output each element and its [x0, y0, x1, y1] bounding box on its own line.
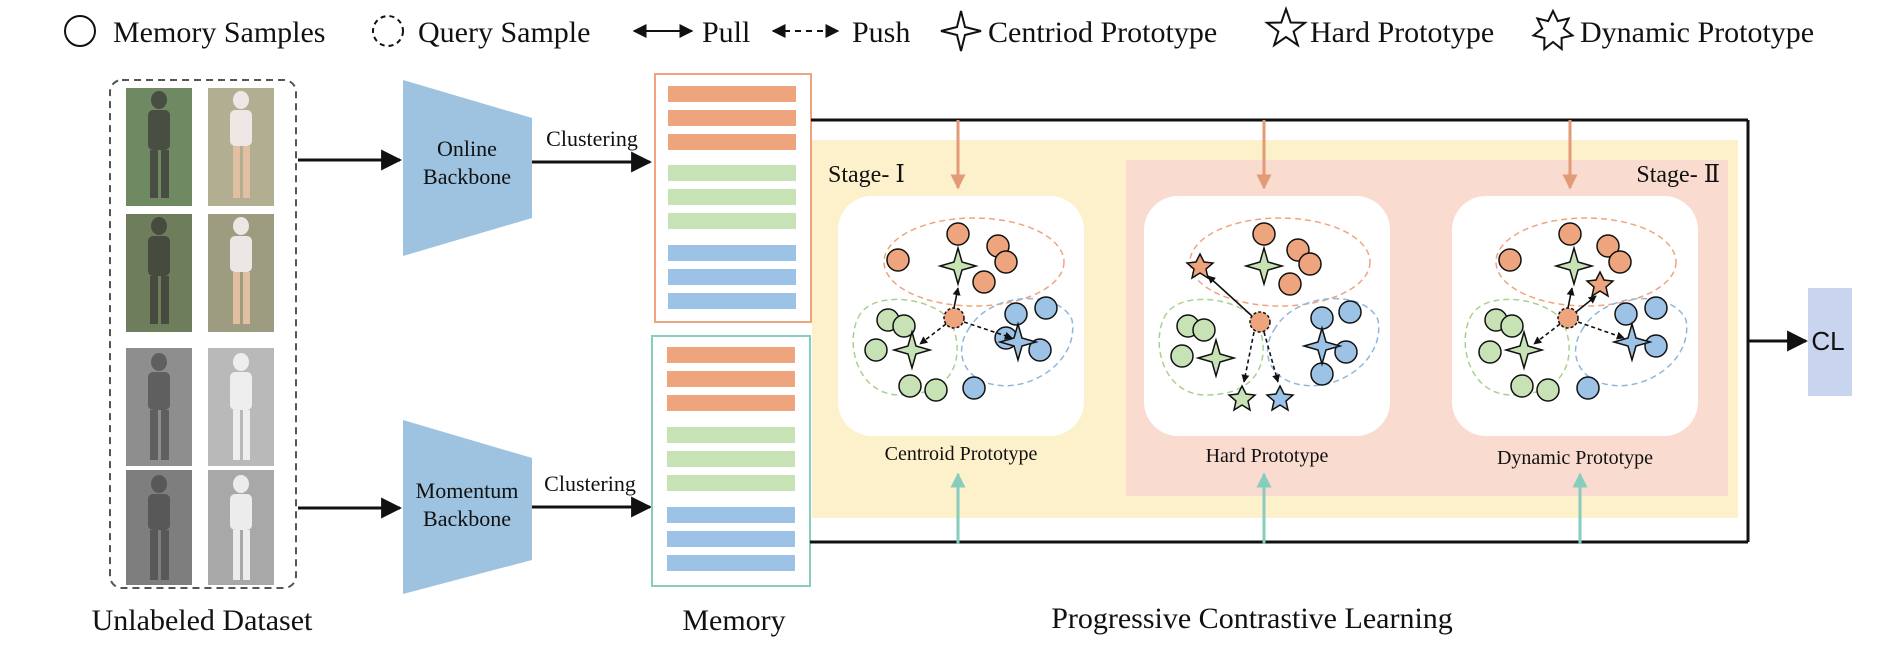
legend-hard-prototype: Hard Prototype — [1310, 16, 1494, 49]
cl-label: CL — [1811, 326, 1844, 356]
stage2-label: Stage- Ⅱ — [1636, 162, 1720, 188]
centroid-prototype-panel: Centroid Prototype — [838, 196, 1084, 465]
dynamic-panel-label: Dynamic Prototype — [1497, 447, 1653, 469]
unlabeled-dataset — [109, 79, 297, 589]
momentum-backbone-label-line2: Backbone — [423, 506, 511, 531]
dynamic-prototype-icon — [1585, 270, 1615, 298]
legend-dynamic-prototype: Dynamic Prototype — [1580, 16, 1814, 49]
clustering-label-bottom: Clustering — [544, 471, 636, 496]
legend-centroid-prototype: Centriod Prototype — [988, 16, 1217, 49]
online-backbone-label-line1: Online — [437, 136, 497, 161]
momentum-backbone-label-line1: Momentum — [416, 478, 519, 503]
legend-push: Push — [852, 16, 910, 49]
centroid-panel-label: Centroid Prototype — [885, 443, 1038, 465]
centroid-prototype-legend-icon — [940, 10, 982, 52]
legend-pull: Pull — [702, 16, 750, 49]
online-backbone-label-line2: Backbone — [423, 164, 511, 189]
centroid-prototype-icon — [1553, 245, 1595, 287]
hard-prototype-icon — [1185, 252, 1215, 280]
caption-progressive-contrastive-learning: Progressive Contrastive Learning — [1051, 602, 1453, 635]
centroid-prototype-icon — [1301, 325, 1343, 367]
online-memory-bank — [654, 73, 812, 323]
legend-query-sample: Query Sample — [418, 16, 590, 49]
memory-sample-legend-icon — [64, 15, 96, 47]
legend: Memory Samples Query Sample Pull Push Ce… — [64, 5, 1814, 52]
query-sample-legend-icon — [372, 15, 404, 47]
caption-unlabeled-dataset: Unlabeled Dataset — [92, 604, 313, 637]
centroid-prototype-icon — [1243, 245, 1285, 287]
dynamic-prototype-panel: Dynamic Prototype — [1452, 196, 1698, 469]
momentum-backbone: Momentum Backbone — [403, 420, 532, 594]
caption-memory: Memory — [682, 604, 785, 637]
hard-prototype-icon — [1227, 384, 1257, 412]
cl-output-box: CL — [1808, 288, 1852, 396]
stage1-label: Stage- Ⅰ — [828, 162, 905, 188]
legend-memory-samples: Memory Samples — [113, 16, 325, 49]
centroid-prototype-icon — [891, 329, 933, 371]
centroid-prototype-icon — [1195, 337, 1237, 379]
momentum-memory-bank — [651, 335, 811, 587]
centroid-prototype-icon — [1503, 329, 1545, 371]
hard-prototype-legend-icon — [1264, 5, 1308, 48]
clustering-label-top: Clustering — [546, 126, 638, 151]
hard-prototype-icon — [1265, 384, 1295, 412]
centroid-prototype-icon — [937, 245, 979, 287]
dynamic-prototype-legend-icon — [1531, 8, 1575, 52]
hard-prototype-panel: Hard Prototype — [1144, 196, 1390, 467]
dataset-image-grid — [126, 88, 274, 585]
hard-panel-label: Hard Prototype — [1206, 445, 1329, 467]
online-backbone: Online Backbone — [403, 80, 532, 256]
